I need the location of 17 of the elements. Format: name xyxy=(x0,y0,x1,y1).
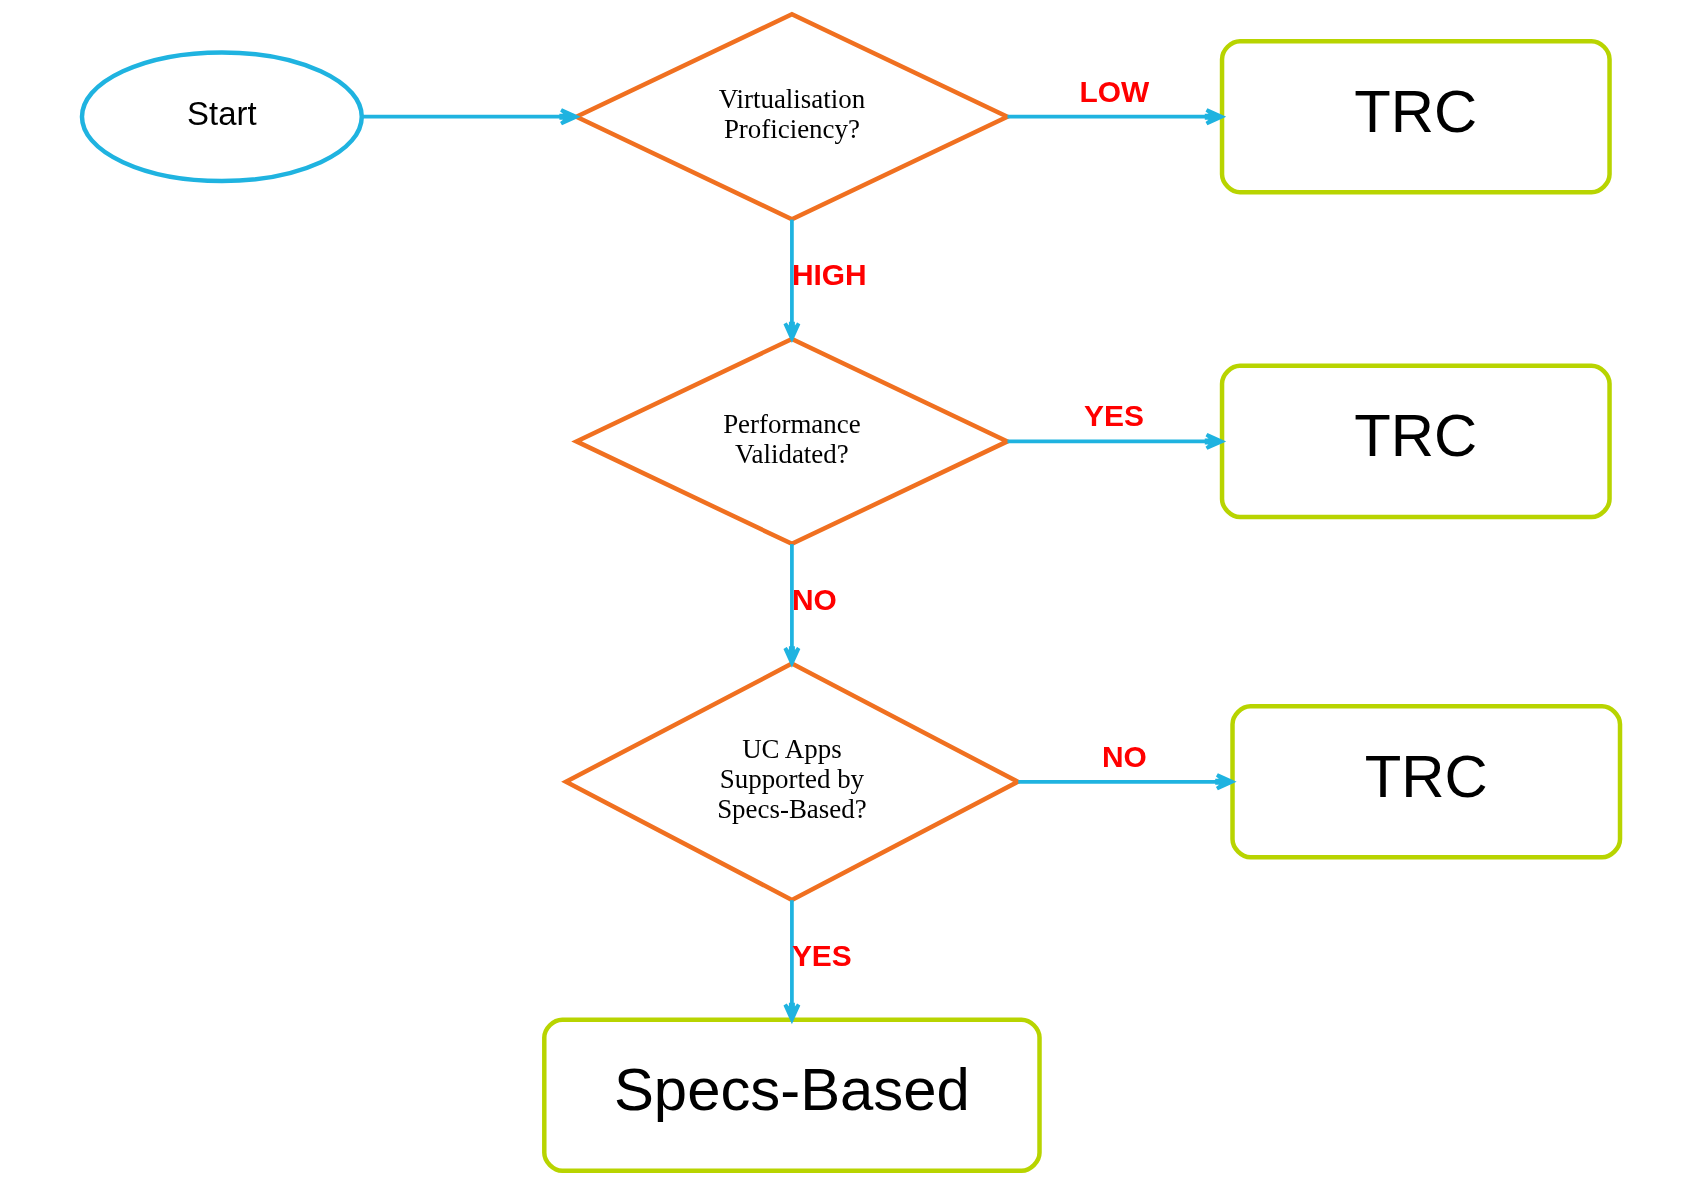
arrow xyxy=(782,219,800,341)
edge-label: NO xyxy=(1101,739,1147,773)
edge-label: NO xyxy=(791,582,837,616)
arrow xyxy=(361,108,578,126)
arrow xyxy=(782,900,800,1022)
node-box: TRC xyxy=(1229,703,1622,860)
edge-label: YES xyxy=(1083,399,1144,433)
arrow xyxy=(1007,108,1223,126)
arrow xyxy=(782,544,800,665)
arrow xyxy=(1007,432,1223,450)
node-box: TRC xyxy=(1219,363,1612,520)
edge-label: HIGH xyxy=(791,258,867,292)
node-box: TRC xyxy=(1219,38,1612,195)
node-ellipse: Start xyxy=(79,50,364,184)
node-box: Specs-Based xyxy=(541,1017,1042,1173)
arrow xyxy=(1017,773,1234,791)
edge-label: LOW xyxy=(1079,74,1149,108)
